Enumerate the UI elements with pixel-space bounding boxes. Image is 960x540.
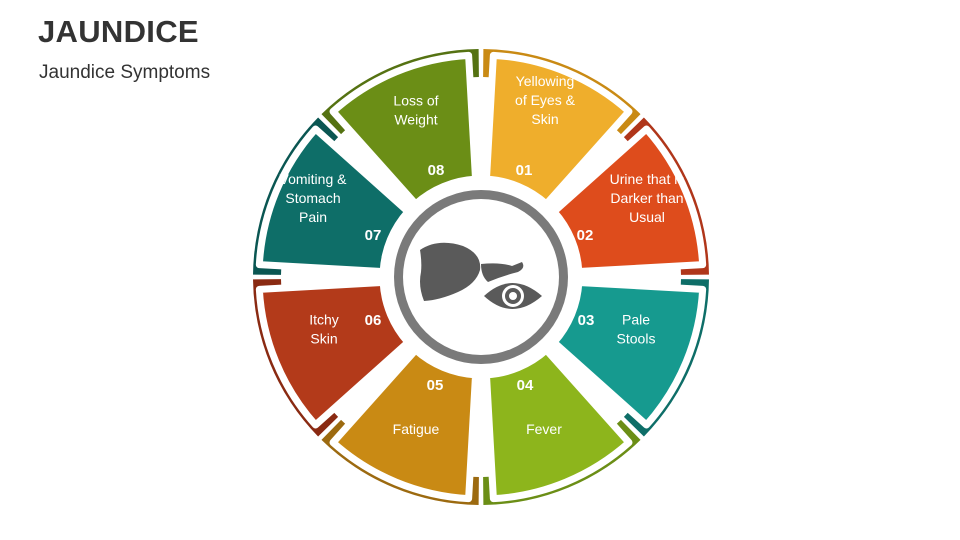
segment-label-05: Fatigue xyxy=(393,421,440,437)
segment-number-03: 03 xyxy=(578,312,595,329)
segment-06 xyxy=(255,278,412,429)
segment-label-07: Stomach xyxy=(285,190,340,206)
segment-label-03: Pale xyxy=(622,312,650,328)
segment-label-01: of Eyes & xyxy=(515,92,576,108)
segment-label-01: Yellowing xyxy=(516,73,575,89)
segment-label-07: Vomiting & xyxy=(280,171,348,187)
segment-label-02: Urine that is xyxy=(610,171,685,187)
segment-number-05: 05 xyxy=(427,377,444,394)
segment-number-04: 04 xyxy=(517,377,534,394)
segment-number-01: 01 xyxy=(516,162,533,179)
segment-number-06: 06 xyxy=(365,312,382,329)
segment-05 xyxy=(329,346,480,503)
segment-01 xyxy=(482,51,633,208)
segment-label-06: Skin xyxy=(310,331,337,347)
segment-04 xyxy=(482,346,633,503)
segment-number-02: 02 xyxy=(577,227,594,244)
segment-label-08: Loss of xyxy=(393,93,438,109)
segment-03 xyxy=(550,278,707,429)
segment-label-01: Skin xyxy=(531,111,558,127)
segment-label-02: Darker than xyxy=(610,190,683,206)
liver-and-eye-icon xyxy=(420,242,542,309)
segment-07 xyxy=(255,125,412,276)
page-title: JAUNDICE xyxy=(38,14,199,49)
segment-number-07: 07 xyxy=(365,227,382,244)
segment-label-06: Itchy xyxy=(309,312,339,328)
segment-number-08: 08 xyxy=(428,162,445,179)
page-subtitle: Jaundice Symptoms xyxy=(39,62,211,83)
segment-label-07: Pain xyxy=(299,209,327,225)
segment-08 xyxy=(329,51,480,208)
segment-label-03: Stools xyxy=(617,331,656,347)
segment-label-04: Fever xyxy=(526,421,562,437)
segment-02 xyxy=(550,125,707,276)
center-hub xyxy=(394,190,568,364)
center-hub-disc xyxy=(403,199,559,355)
segment-label-08: Weight xyxy=(394,112,437,128)
segments xyxy=(255,51,707,503)
segment-label-02: Usual xyxy=(629,209,665,225)
